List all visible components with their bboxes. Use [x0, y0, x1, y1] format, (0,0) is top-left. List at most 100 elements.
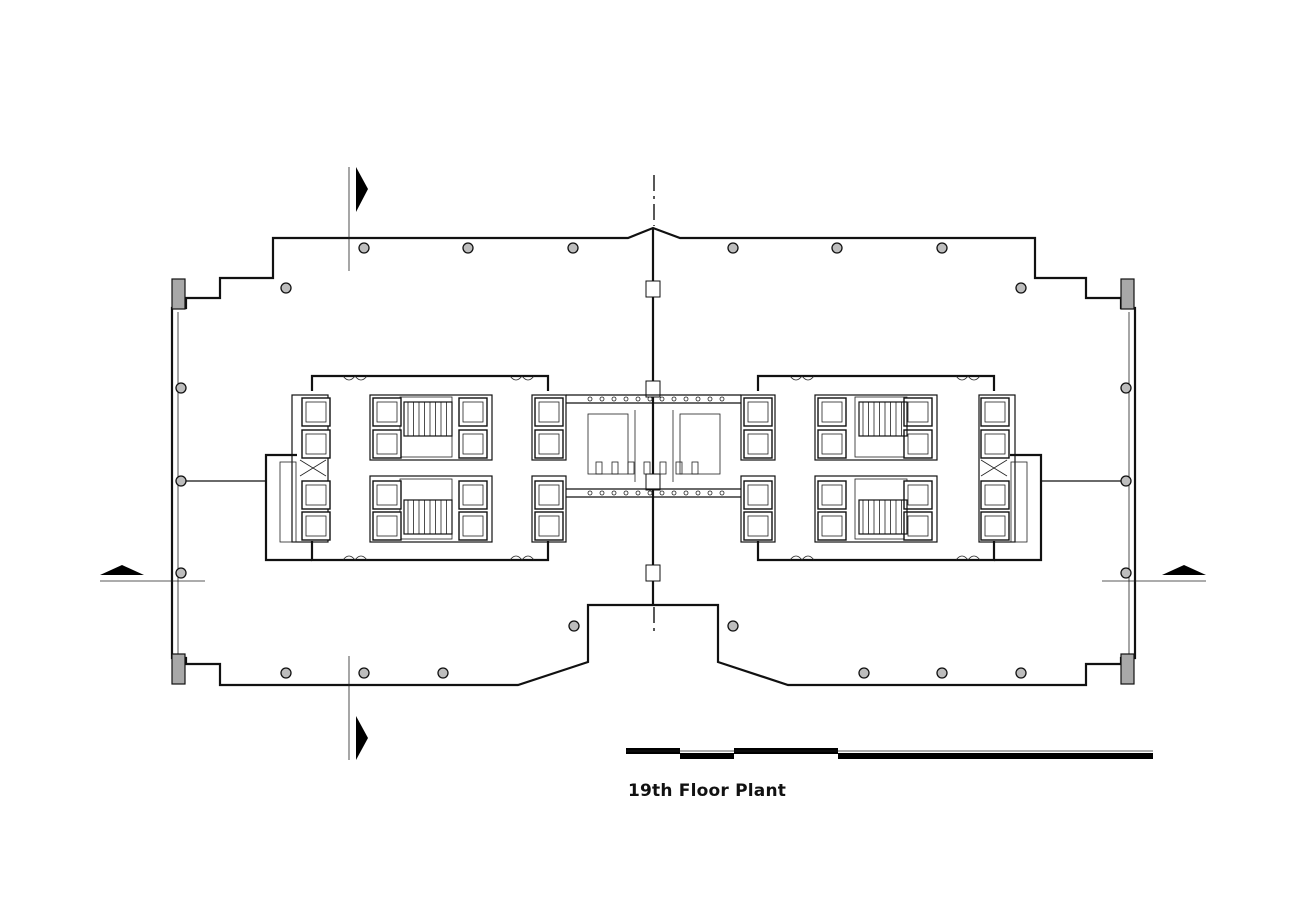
scale-bar-segment — [680, 753, 734, 759]
elevator-car-inner — [538, 515, 560, 537]
elevator-car — [372, 480, 402, 510]
toilet-stall — [659, 461, 667, 475]
stair — [858, 499, 908, 535]
door-swing — [509, 375, 535, 381]
elevator-car-inner — [821, 515, 843, 537]
elevator-car — [534, 397, 564, 427]
elevator-car-inner — [821, 401, 843, 423]
elevator-car-inner — [305, 515, 327, 537]
structural-column — [358, 242, 370, 254]
sink — [623, 490, 629, 496]
elevator-car — [458, 397, 488, 427]
corner-pier-nw — [171, 278, 186, 310]
corner-pier-se — [1120, 653, 1135, 685]
toilet-stall — [595, 461, 603, 475]
elevator-car-inner — [376, 515, 398, 537]
elevator-car-inner — [747, 401, 769, 423]
sink — [683, 396, 689, 402]
elevator-car — [903, 429, 933, 459]
elevator-car-inner — [462, 433, 484, 455]
structural-column — [358, 667, 370, 679]
toilet-stall — [627, 461, 635, 475]
elevator-car-inner — [747, 433, 769, 455]
stair — [403, 499, 453, 535]
structural-column — [936, 667, 948, 679]
door-swing — [955, 375, 981, 381]
elevator-car-inner — [907, 515, 929, 537]
elevator-car — [301, 429, 331, 459]
elevator-car-inner — [984, 484, 1006, 506]
structural-column — [280, 667, 292, 679]
elevator-car-inner — [462, 515, 484, 537]
elevator-car-inner — [376, 401, 398, 423]
structural-column — [1015, 282, 1027, 294]
sink — [611, 396, 617, 402]
elevator-car-inner — [376, 433, 398, 455]
elevator-car-inner — [984, 515, 1006, 537]
elevator-car-inner — [462, 484, 484, 506]
sink — [659, 396, 665, 402]
door-swing — [342, 375, 368, 381]
sink — [647, 490, 653, 496]
toilet-stall — [691, 461, 699, 475]
elevator-car-inner — [821, 484, 843, 506]
elevator-car-inner — [305, 401, 327, 423]
elevator-car — [743, 429, 773, 459]
section-marker-arrow-west — [100, 565, 144, 575]
elevator-car-inner — [907, 401, 929, 423]
structural-column — [1120, 567, 1132, 579]
door-swing — [955, 555, 981, 561]
elevator-car-inner — [907, 433, 929, 455]
sink — [695, 490, 701, 496]
structural-column — [462, 242, 474, 254]
structural-column — [175, 475, 187, 487]
structural-column — [175, 382, 187, 394]
structural-column — [727, 242, 739, 254]
corner-pier-ne — [1120, 278, 1135, 310]
elevator-car — [534, 480, 564, 510]
corner-pier-sw — [171, 653, 186, 685]
sink — [647, 396, 653, 402]
elevator-car — [743, 511, 773, 541]
structural-column — [831, 242, 843, 254]
sink — [599, 490, 605, 496]
elevator-car-inner — [821, 433, 843, 455]
elevator-car — [817, 480, 847, 510]
sink — [707, 490, 713, 496]
sink — [623, 396, 629, 402]
elevator-car — [980, 480, 1010, 510]
elevator-car-inner — [462, 401, 484, 423]
structural-column — [567, 242, 579, 254]
elevator-car — [534, 511, 564, 541]
sink — [599, 396, 605, 402]
sink — [719, 396, 725, 402]
elevator-car-inner — [305, 433, 327, 455]
elevator-car-inner — [984, 401, 1006, 423]
sink — [635, 396, 641, 402]
section-marker-arrow-east — [1162, 565, 1206, 575]
structural-column — [175, 567, 187, 579]
sink — [671, 396, 677, 402]
stair — [858, 401, 908, 437]
structural-column — [727, 620, 739, 632]
elevator-car-inner — [538, 484, 560, 506]
elevator-car — [903, 511, 933, 541]
plan-caption: 19th Floor Plant — [628, 781, 787, 801]
elevator-car-inner — [747, 515, 769, 537]
door-swing — [789, 555, 815, 561]
stair — [403, 401, 453, 437]
sink — [695, 396, 701, 402]
elevator-car-inner — [376, 484, 398, 506]
elevator-car — [980, 511, 1010, 541]
elevator-car — [534, 429, 564, 459]
axis-column-1 — [645, 280, 661, 298]
scale-bar-segment — [838, 753, 1153, 759]
door-swing — [509, 555, 535, 561]
elevator-car — [372, 511, 402, 541]
elevator-car — [743, 480, 773, 510]
sink — [719, 490, 725, 496]
core-east — [740, 374, 1043, 562]
elevator-car — [980, 429, 1010, 459]
sink — [683, 490, 689, 496]
elevator-car-inner — [305, 484, 327, 506]
